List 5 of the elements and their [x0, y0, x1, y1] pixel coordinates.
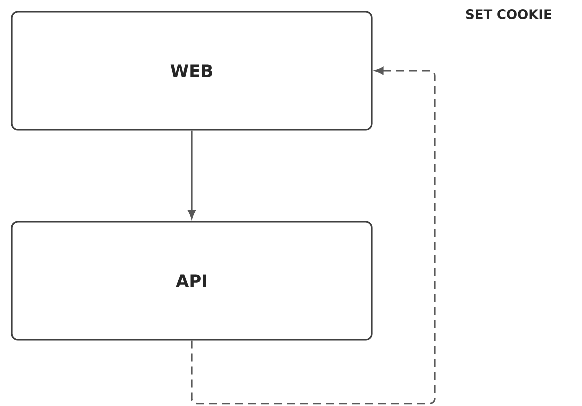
arrow [191, 67, 436, 405]
arrow [188, 130, 196, 219]
note-text: SET COOKIE [466, 10, 552, 20]
process-box: WEB [11, 11, 373, 131]
process-box: API [11, 221, 373, 341]
